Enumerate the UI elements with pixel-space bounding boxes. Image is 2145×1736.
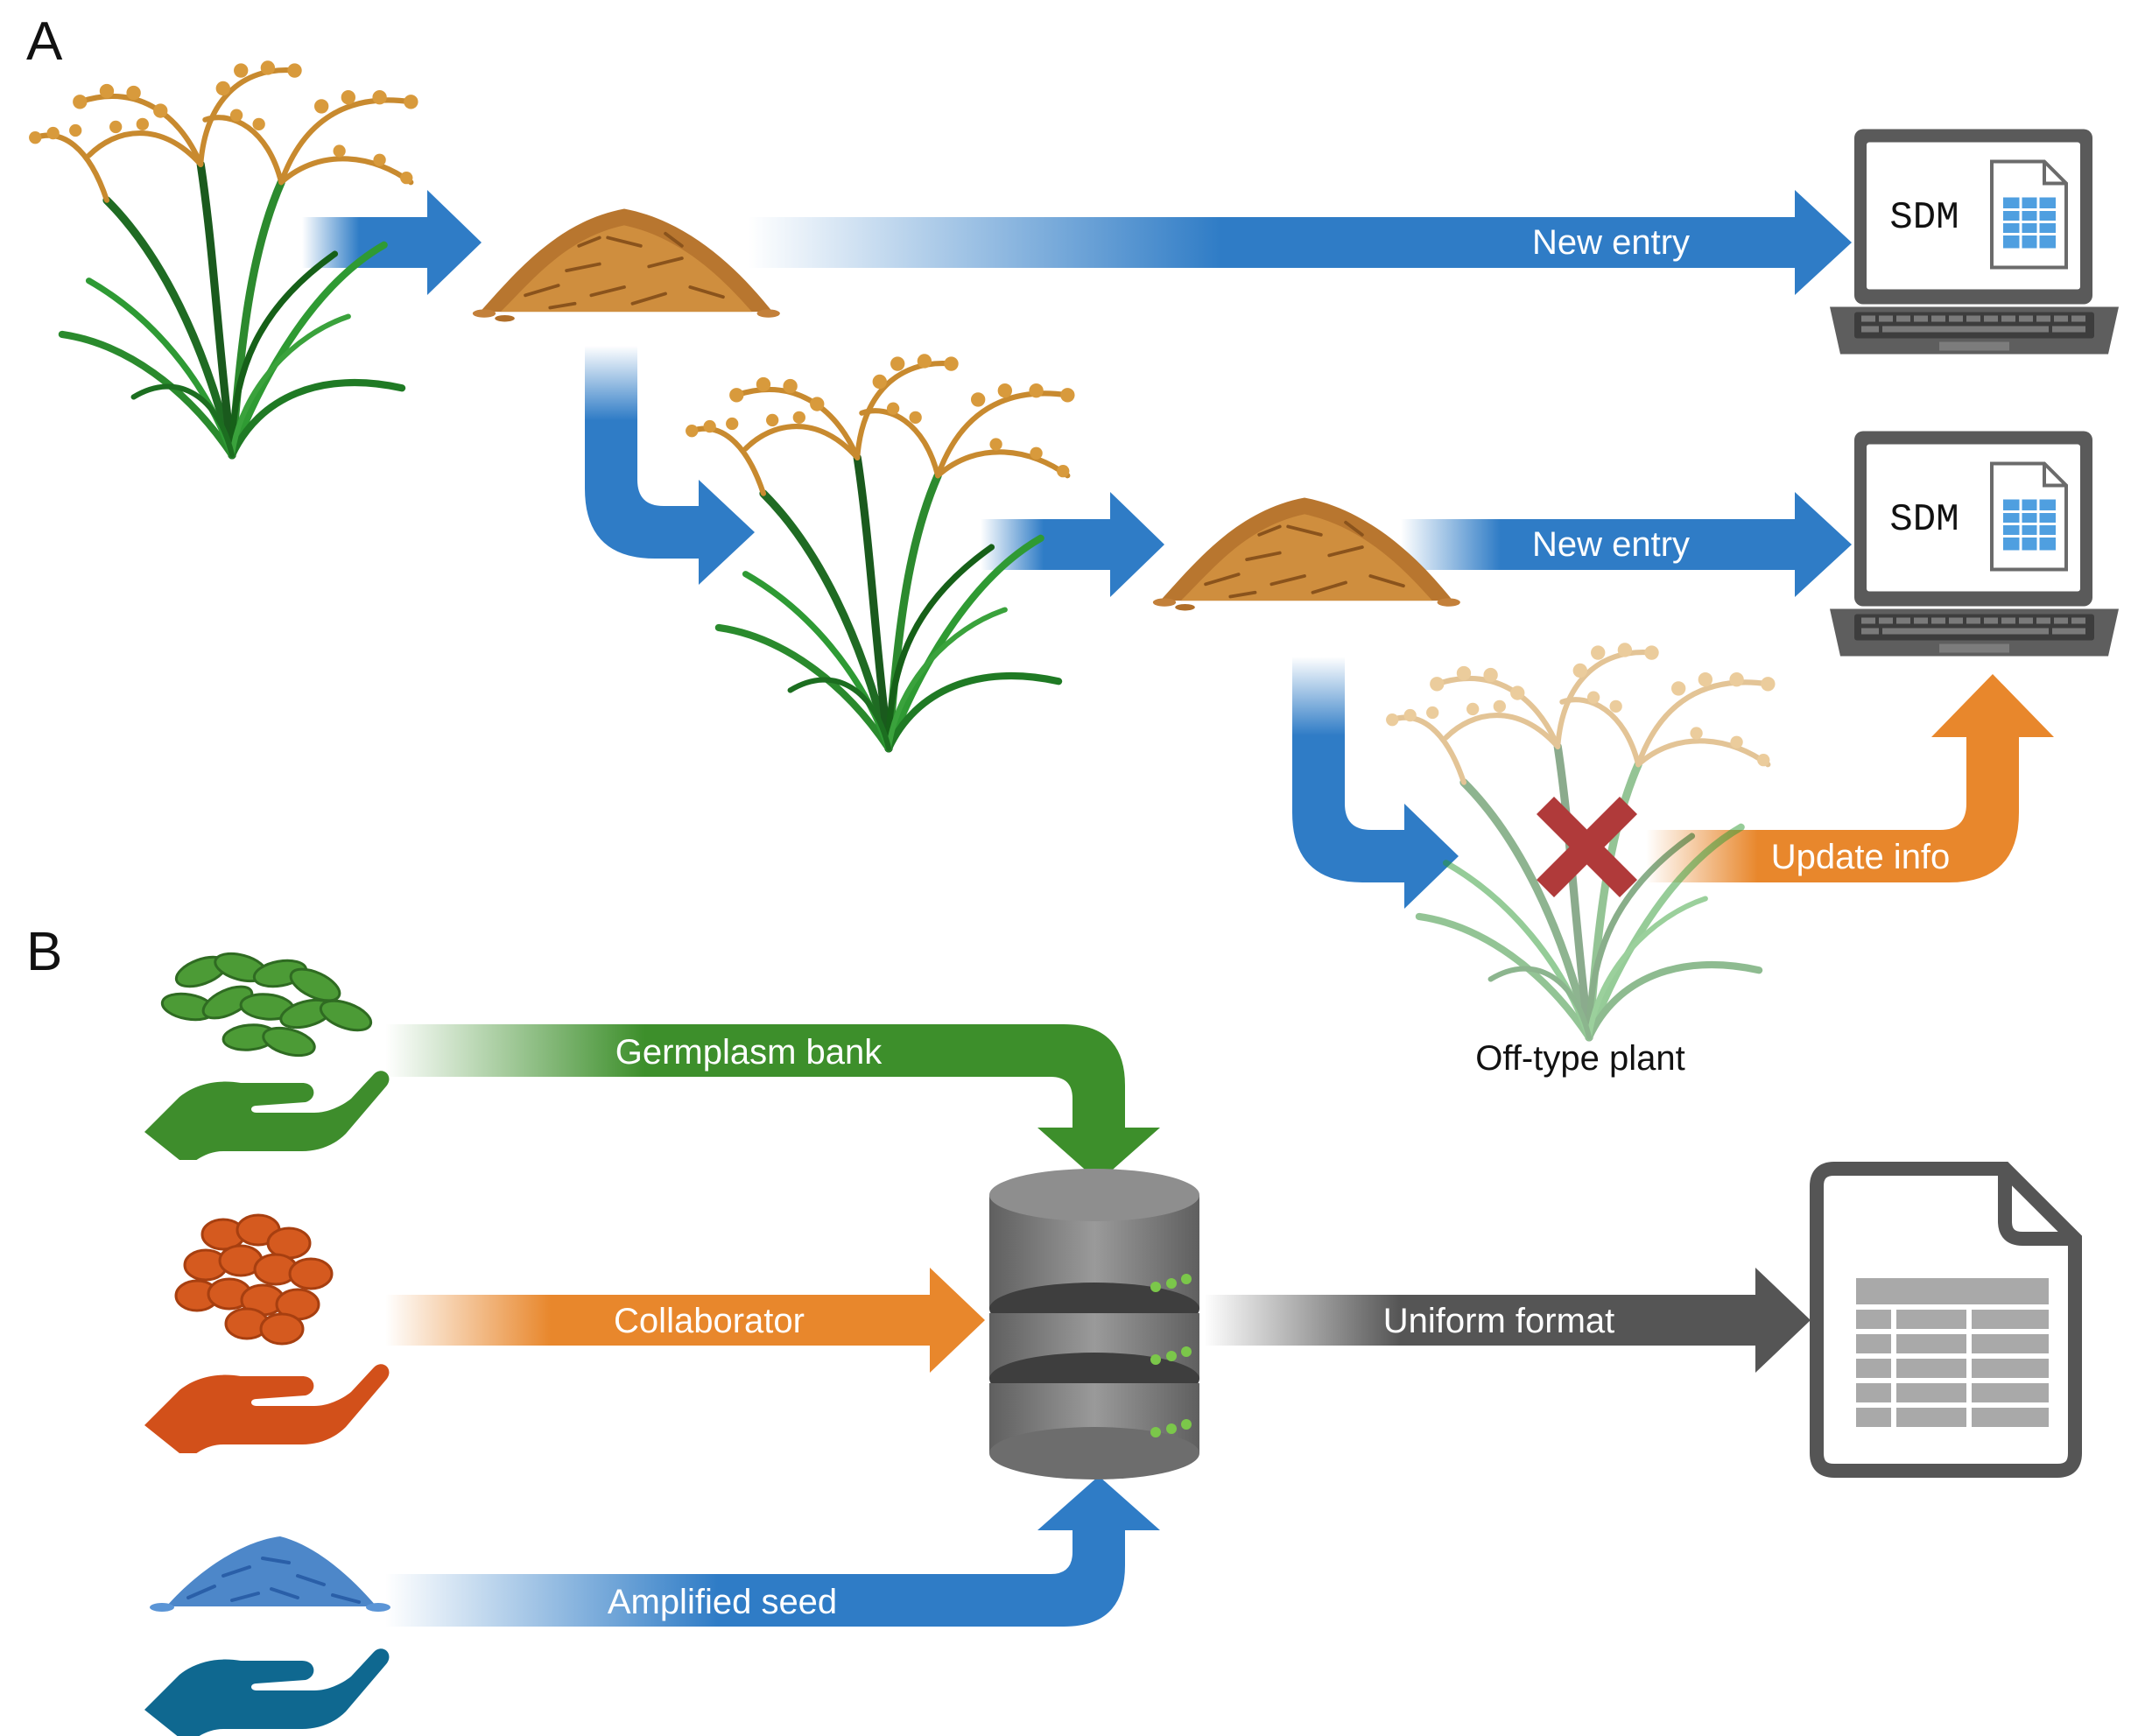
hand-green-seeds (144, 952, 390, 1160)
arrow-amplified-seed: Amplified seed (385, 1476, 1160, 1627)
arrow-plant2-to-seed2 (981, 492, 1164, 597)
hand-orange-seeds (144, 1213, 390, 1453)
collaborator-label: Collaborator (614, 1302, 805, 1340)
amplified-seed-label: Amplified seed (608, 1583, 837, 1621)
arrow-seed-to-second-plant (585, 346, 755, 585)
sdm-label-2: SDM (1889, 498, 1959, 542)
arrow-update-info: Update info (1646, 674, 2054, 882)
rice-plant-icon (29, 60, 418, 455)
panel-label-a: A (26, 11, 63, 72)
new-entry-label-2: New entry (1532, 525, 1690, 564)
arrow-new-entry-1: New entry (749, 190, 1852, 295)
laptop-icon-2: SDM (1830, 432, 2119, 657)
panel-label-b: B (26, 922, 62, 982)
arrow-new-entry-2: New entry (1401, 492, 1852, 597)
rice-grain-pile-icon (473, 209, 780, 322)
cross-icon (1537, 797, 1637, 897)
new-entry-label-1: New entry (1532, 223, 1690, 262)
arrow-uniform-format: Uniform format (1204, 1268, 1811, 1373)
uniform-format-label: Uniform format (1383, 1302, 1615, 1340)
database-icon (989, 1169, 1199, 1479)
update-info-label: Update info (1771, 838, 1951, 876)
germplasm-bank-label: Germplasm bank (615, 1033, 883, 1072)
arrow-collaborator: Collaborator (385, 1268, 985, 1373)
laptop-icon-1: SDM (1830, 130, 2119, 355)
rice-plant-icon-second (686, 354, 1074, 749)
hand-blue-seeds (144, 1536, 390, 1736)
sdm-label-1: SDM (1889, 196, 1959, 240)
spreadsheet-icon (1810, 1162, 2082, 1478)
arrow-germplasm-bank: Germplasm bank (385, 1024, 1160, 1182)
offtype-caption: Off-type plant (1475, 1039, 1684, 1078)
arrow-plant-to-seed (302, 190, 482, 295)
arrow-seed2-to-offtype (1292, 657, 1459, 909)
